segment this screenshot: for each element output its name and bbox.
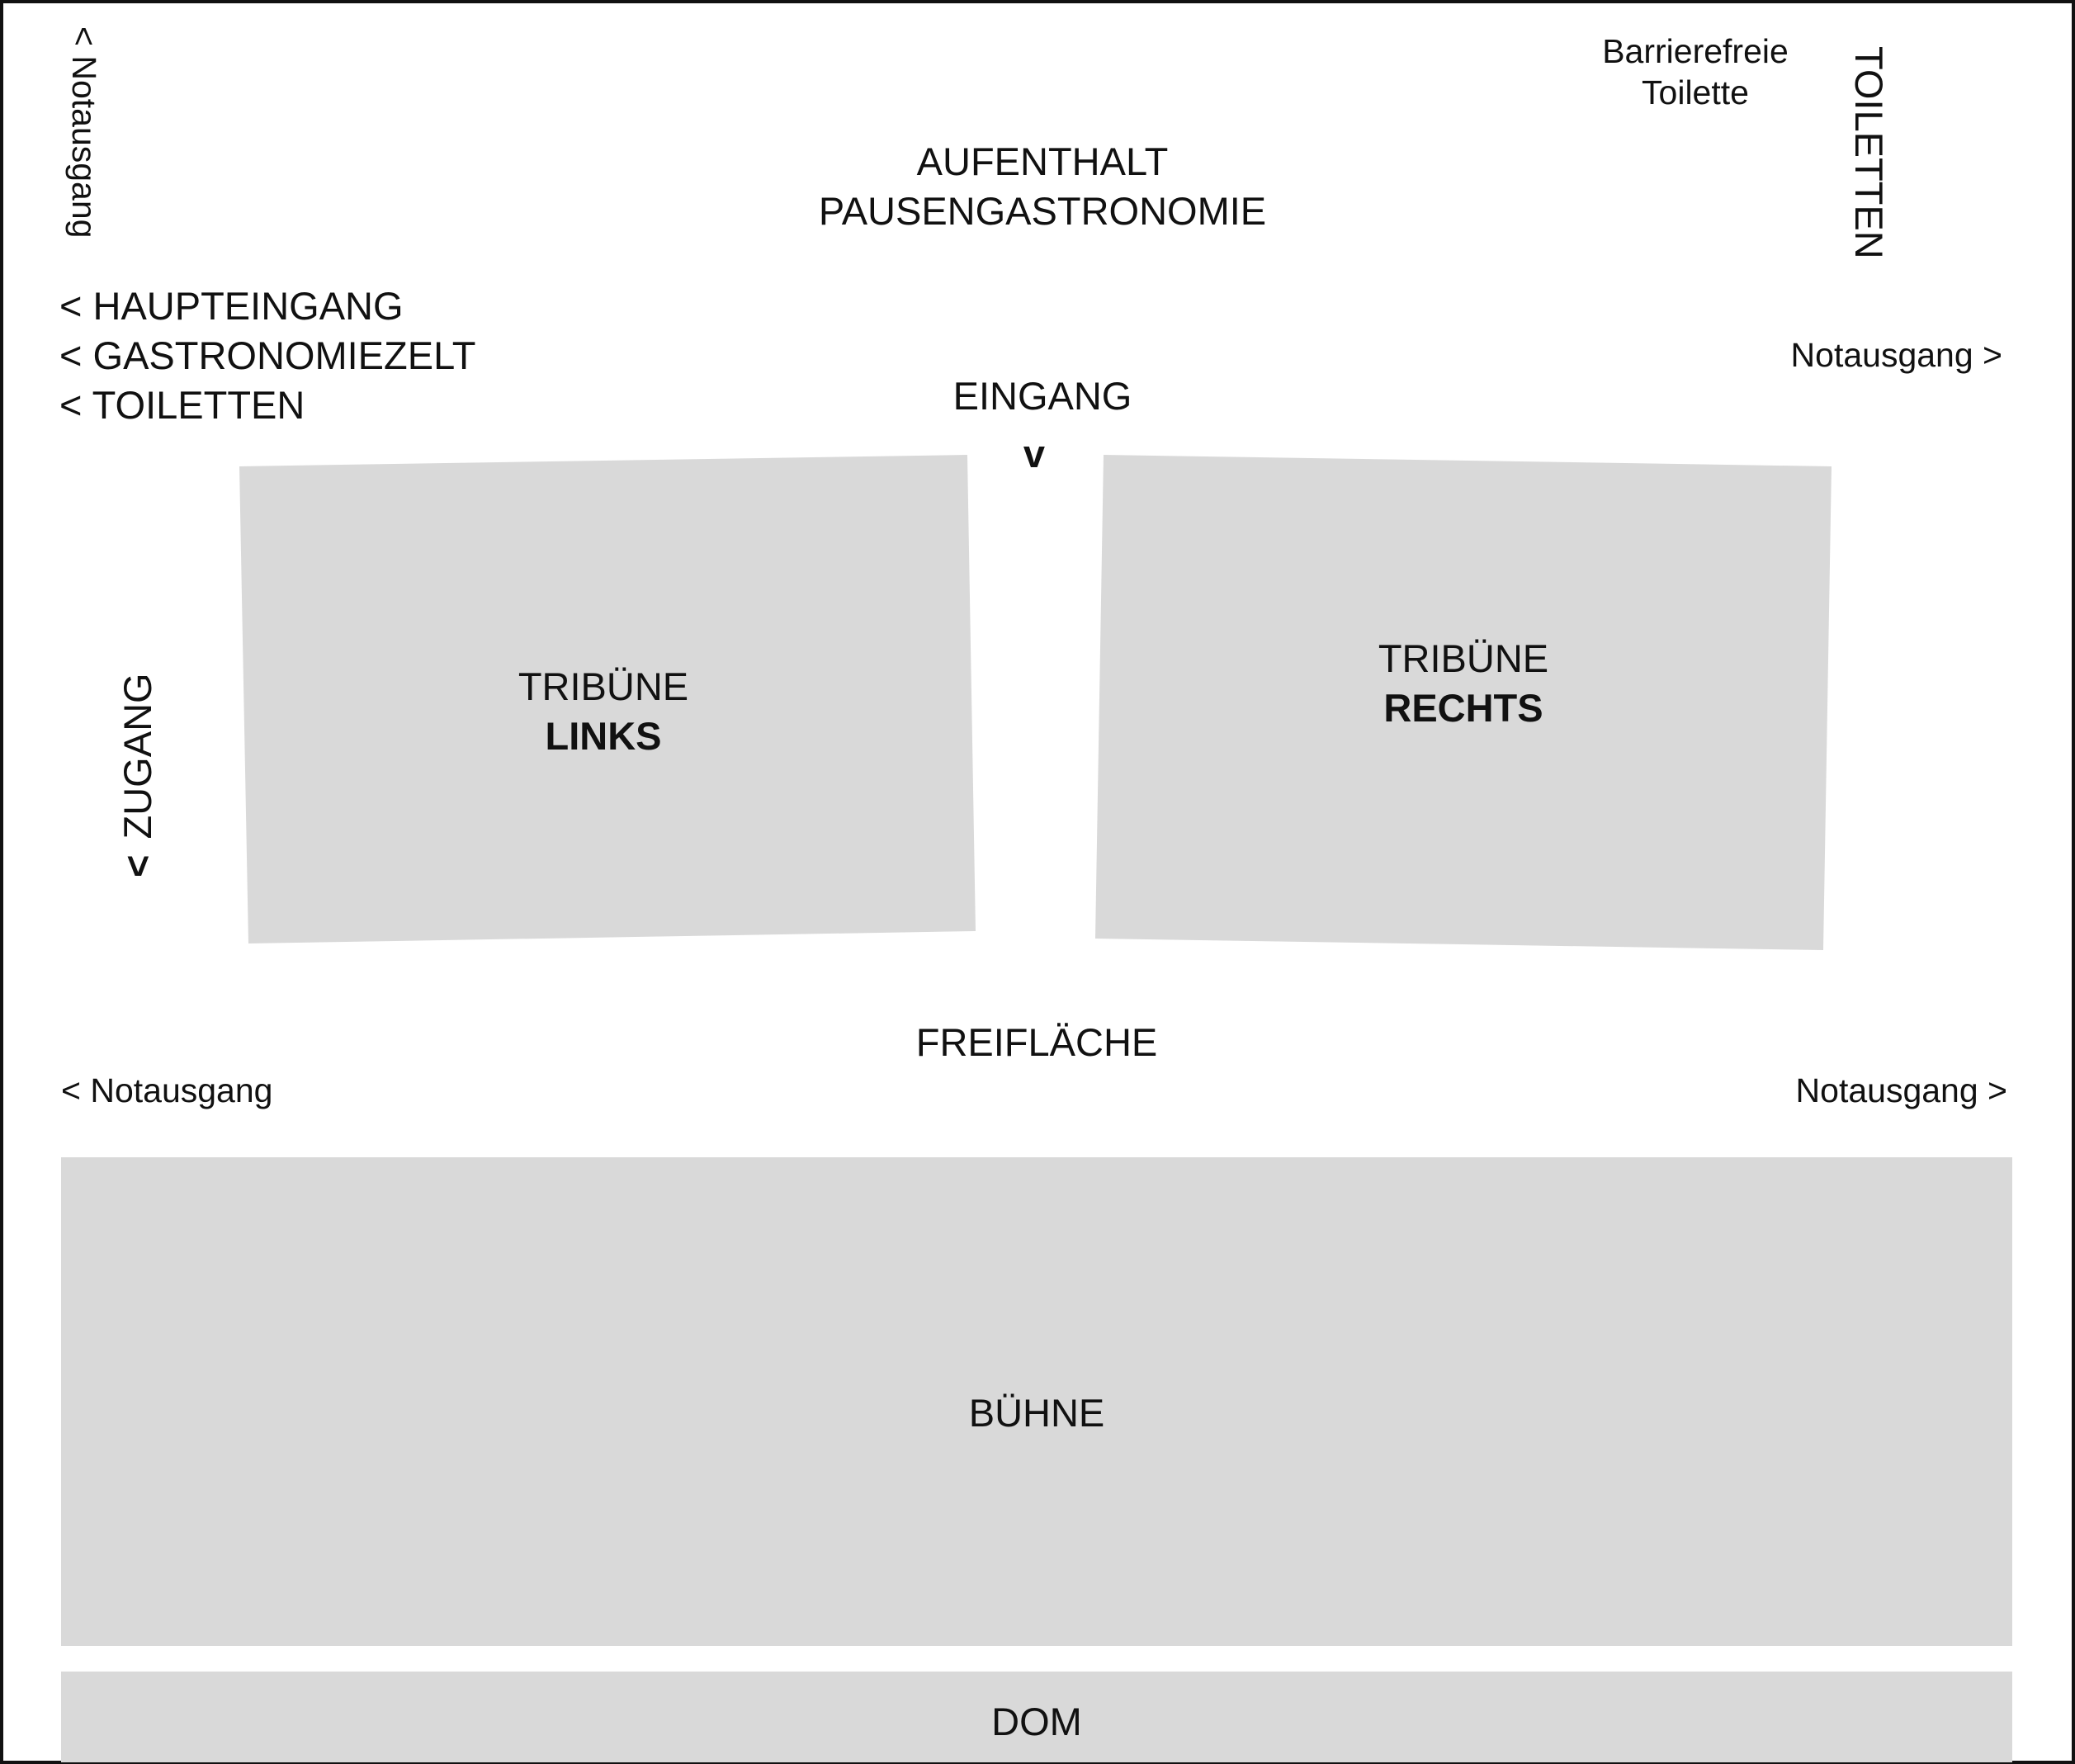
tribuene-links-line2: LINKS [546,714,662,758]
tribuene-links-area[interactable] [239,455,976,943]
pausengastronomie-label: PAUSENGASTRONOMIE [819,189,1266,233]
eingang-arrow: v [1023,432,1045,475]
notausgang-right-lower: Notausgang > [1796,1071,2007,1109]
toiletten-top-right-vertical: TOILETTEN [1847,46,1891,259]
tribuene-rechts-line1: TRIBÜNE [1378,636,1548,680]
aufenthalt-label: AUFENTHALT [917,140,1169,183]
toiletten-sign: < TOILETTEN [59,383,305,427]
notausgang-top-left-vertical: < Notausgang [65,26,103,238]
freiflaeche-label: FREIFLÄCHE [916,1020,1158,1064]
zugang-arrow: < [116,855,159,877]
tribuene-rechts-line2: RECHTS [1383,686,1543,730]
haupteingang-sign: < HAUPTEINGANG [59,284,404,328]
tribuene-links-line1: TRIBÜNE [518,664,688,708]
zugang-group: < ZUGANG [116,673,159,877]
dom-area[interactable] [61,1672,2012,1762]
notausgang-left-lower: < Notausgang [61,1071,272,1109]
tribuene-rechts-area[interactable] [1095,455,1832,950]
buehne-area[interactable] [61,1157,2012,1646]
eingang-label: EINGANG [953,374,1132,418]
dom-label: DOM [991,1700,1082,1743]
gastronomiezelt-sign: < GASTRONOMIEZELT [59,333,475,377]
buehne-label: BÜHNE [969,1391,1105,1435]
barrierefreie-toilette-line2: Toilette [1642,73,1749,111]
zugang-text: ZUGANG [116,673,159,839]
barrierefreie-toilette-line1: Barrierefreie [1602,32,1789,70]
notausgang-right-upper: Notausgang > [1791,336,2002,374]
zugang-label: < ZUGANG [116,673,159,877]
